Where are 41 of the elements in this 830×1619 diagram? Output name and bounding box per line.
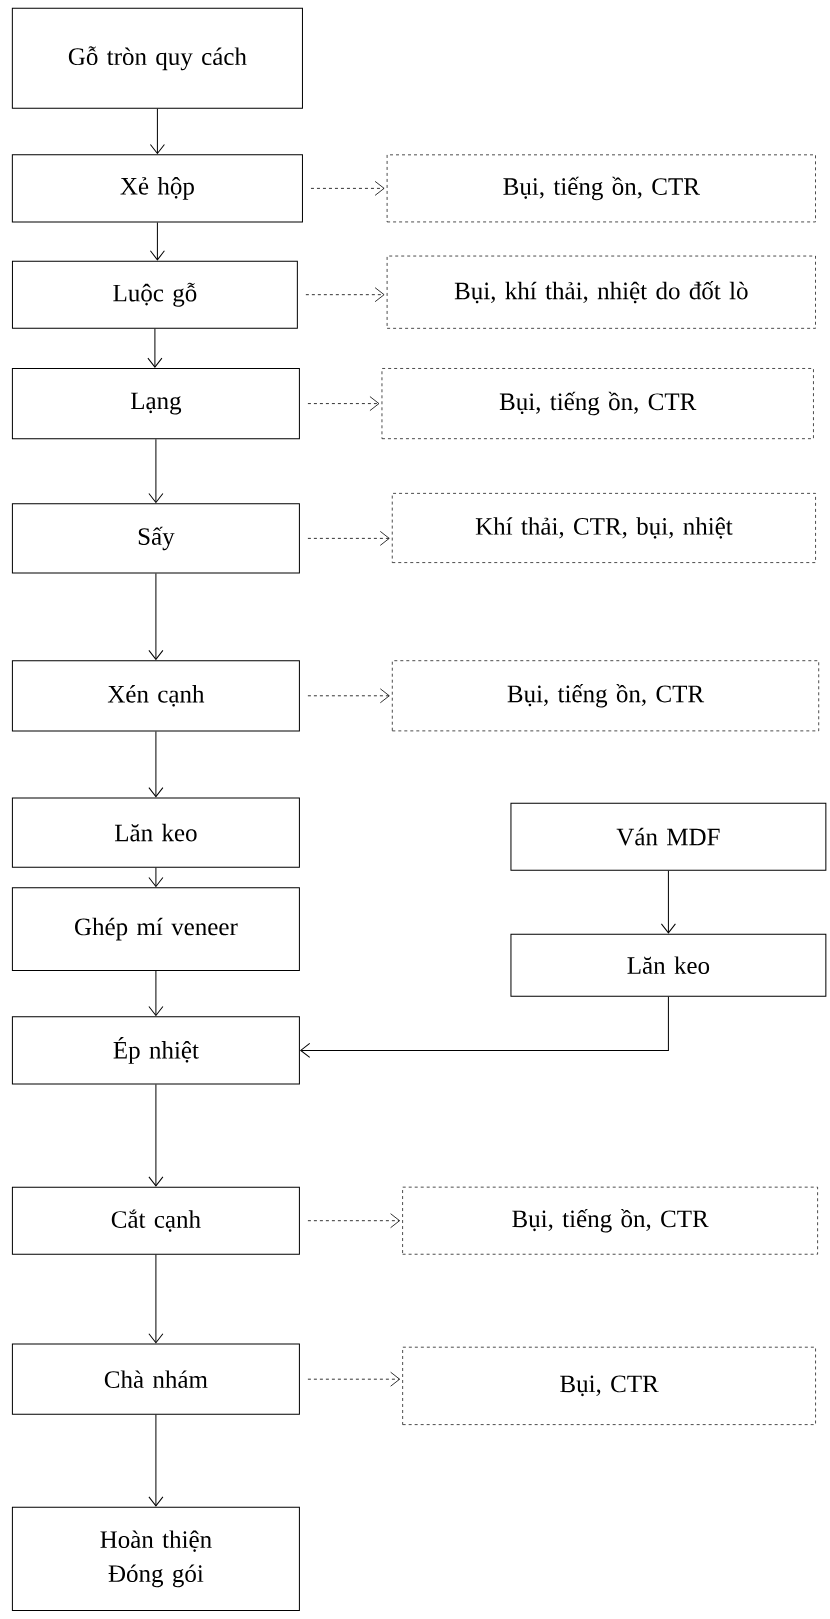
arrow [147,328,163,368]
arrow [307,1213,400,1229]
emission-box: Khí thải, CTR, bụi, nhiệt [391,493,816,563]
arrow [148,867,164,887]
process-box: Cắt cạnh [11,1186,300,1255]
emission-box: Bụi, tiếng ồn, CTR [381,368,814,440]
process-box: Chà nhám [11,1343,300,1415]
process-box: Hoàn thiện Đóng gói [11,1506,300,1611]
process-box: Ván MDF [510,802,827,871]
emission-box: Bụi, tiếng ồn, CTR [386,154,816,223]
arrow [307,396,380,411]
process-box: Lạng [11,368,300,440]
arrow [307,688,390,704]
arrow [148,730,164,798]
arrow [148,970,164,1017]
process-box: Sấy [11,503,300,574]
arrow [148,438,164,503]
process-box: Lăn keo [11,797,300,868]
process-box: Lăn keo [510,933,827,997]
arrow [149,221,165,261]
arrow [148,1414,164,1507]
process-box: Luộc gỗ [11,260,298,329]
emission-box: Bụi, tiếng ồn, CTR [391,660,820,732]
arrow [307,531,390,546]
emission-box: Bụi, khí thải, nhiệt do đốt lò [386,255,816,329]
process-box: Gỗ tròn quy cách [11,7,303,109]
process-box: Xén cạnh [11,660,300,732]
arrow [148,1083,164,1187]
arrow [310,181,385,196]
emission-box: Bụi, CTR [402,1346,816,1425]
arrow [148,573,164,660]
emission-box: Bụi, tiếng ồn, CTR [402,1186,818,1255]
process-box: Xẻ hộp [11,154,303,223]
arrow [307,1371,401,1387]
process-box: Ép nhiệt [11,1016,300,1085]
arrow [300,996,669,1058]
arrow [305,287,385,303]
arrow [149,108,165,154]
arrow [148,1254,164,1344]
arrow [660,870,676,934]
process-box: Ghép mí veneer [11,887,300,971]
